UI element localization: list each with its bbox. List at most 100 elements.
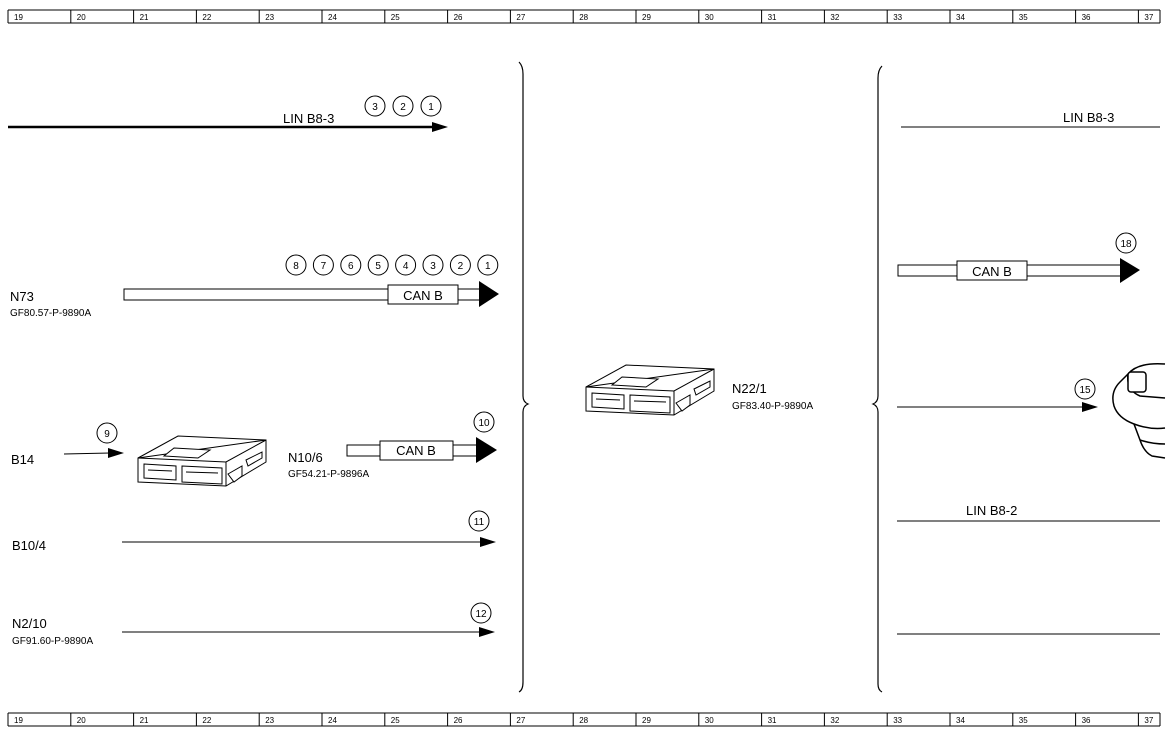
ruler-label: 20 — [77, 13, 86, 22]
svg-text:2: 2 — [458, 261, 464, 272]
ruler-label: 30 — [705, 716, 714, 725]
circle-9: 9 — [96, 422, 118, 444]
circle-15: 15 — [1074, 378, 1096, 400]
svg-text:9: 9 — [104, 429, 110, 440]
svg-text:4: 4 — [403, 261, 409, 272]
svg-text:1: 1 — [428, 102, 434, 113]
ruler-label: 27 — [516, 13, 525, 22]
b14-line — [63, 452, 111, 455]
svg-text:5: 5 — [375, 261, 381, 272]
ruler-label: 34 — [956, 716, 965, 725]
n73-circle: 3 — [422, 254, 444, 276]
circle-12: 12 — [470, 602, 492, 624]
right-lin-b8-2-label: LIN B8-2 — [966, 503, 1017, 518]
svg-text:15: 15 — [1079, 385, 1091, 396]
ruler-label: 26 — [454, 13, 463, 22]
section-divider-right — [871, 65, 883, 693]
section-divider-left — [518, 61, 530, 693]
ruler-label: 37 — [1144, 716, 1153, 725]
ruler-label: 33 — [893, 13, 902, 22]
ruler-label: 21 — [140, 13, 149, 22]
circle-10: 10 — [473, 411, 495, 433]
ruler-label: 30 — [705, 13, 714, 22]
n73-circle: 8 — [285, 254, 307, 276]
lin-circle: 2 — [392, 95, 414, 117]
n10-6-label: N10/6 — [288, 450, 323, 465]
svg-text:8: 8 — [293, 261, 299, 272]
ruler-label: 35 — [1019, 13, 1028, 22]
ruler-label: 24 — [328, 13, 337, 22]
n73-label: N73 — [10, 289, 34, 304]
lin-b8-3-arrow — [432, 122, 448, 132]
n73-circle: 1 — [477, 254, 499, 276]
ruler-label: 19 — [14, 13, 23, 22]
svg-text:2: 2 — [400, 102, 406, 113]
n22-1-ref: GF83.40-P-9890A — [732, 401, 813, 412]
ruler-label: 25 — [391, 716, 400, 725]
ruler-label: 20 — [77, 716, 86, 725]
ruler-label: 31 — [768, 716, 777, 725]
right-can-box — [956, 260, 1028, 281]
svg-text:7: 7 — [321, 261, 327, 272]
n73-circle: 6 — [340, 254, 362, 276]
n2-10-arrow — [479, 627, 495, 637]
ruler-label: 21 — [140, 716, 149, 725]
n73-circle: 4 — [395, 254, 417, 276]
b14-arrow — [108, 448, 124, 458]
ruler-label: 32 — [830, 13, 839, 22]
ruler-label: 29 — [642, 13, 651, 22]
ruler-label: 33 — [893, 716, 902, 725]
n10-6-control-unit-image — [137, 435, 267, 487]
circle-11: 11 — [468, 510, 490, 532]
n10-6-ref: GF54.21-P-9896A — [288, 469, 369, 480]
n2-10-label: N2/10 — [12, 616, 47, 631]
n10-6-arrow — [476, 437, 497, 463]
n73-circle: 7 — [312, 254, 334, 276]
n73-can-box — [387, 284, 459, 305]
svg-text:6: 6 — [348, 261, 354, 272]
ruler-label: 35 — [1019, 716, 1028, 725]
ruler-label: 27 — [516, 716, 525, 725]
ruler-label: 26 — [454, 716, 463, 725]
svg-text:3: 3 — [430, 261, 436, 272]
ruler-label: 19 — [14, 716, 23, 725]
n10-6-can-label: CAN B — [396, 443, 436, 458]
n73-circles: 8 7 6 5 4 3 2 1 — [285, 254, 499, 276]
b10-4-arrow — [480, 537, 496, 547]
ruler-label: 29 — [642, 716, 651, 725]
ruler-label: 28 — [579, 13, 588, 22]
n73-circle: 5 — [367, 254, 389, 276]
svg-text:1: 1 — [485, 261, 491, 272]
ruler-label: 37 — [1144, 13, 1153, 22]
ruler-label: 24 — [328, 716, 337, 725]
ruler-label: 34 — [956, 13, 965, 22]
right-can-arrow — [1120, 258, 1140, 283]
n73-arrow — [479, 281, 499, 307]
circle-18: 18 — [1115, 232, 1137, 254]
svg-text:10: 10 — [478, 418, 490, 429]
sensor-component-image — [1112, 362, 1166, 459]
ruler-label: 23 — [265, 716, 274, 725]
n2-10-ref: GF91.60-P-9890A — [12, 636, 93, 647]
n73-circle: 2 — [449, 254, 471, 276]
lin-b8-3-label: LIN B8-3 — [283, 111, 334, 126]
svg-text:11: 11 — [474, 517, 485, 528]
right-can-label: CAN B — [972, 264, 1012, 279]
ruler-label: 31 — [768, 13, 777, 22]
ruler-label: 32 — [830, 716, 839, 725]
svg-text:18: 18 — [1120, 239, 1132, 250]
b14-label: B14 — [11, 452, 34, 467]
right-lin-b8-3-label: LIN B8-3 — [1063, 110, 1114, 125]
ruler-label: 36 — [1082, 13, 1091, 22]
lin-circle: 3 — [364, 95, 386, 117]
ruler-label: 28 — [579, 716, 588, 725]
n73-can-label: CAN B — [403, 288, 443, 303]
ruler-label: 25 — [391, 13, 400, 22]
ruler-label: 22 — [202, 13, 211, 22]
svg-text:3: 3 — [372, 102, 378, 113]
n22-1-control-unit-image — [585, 364, 715, 416]
right-signal-arrow — [1082, 402, 1098, 412]
